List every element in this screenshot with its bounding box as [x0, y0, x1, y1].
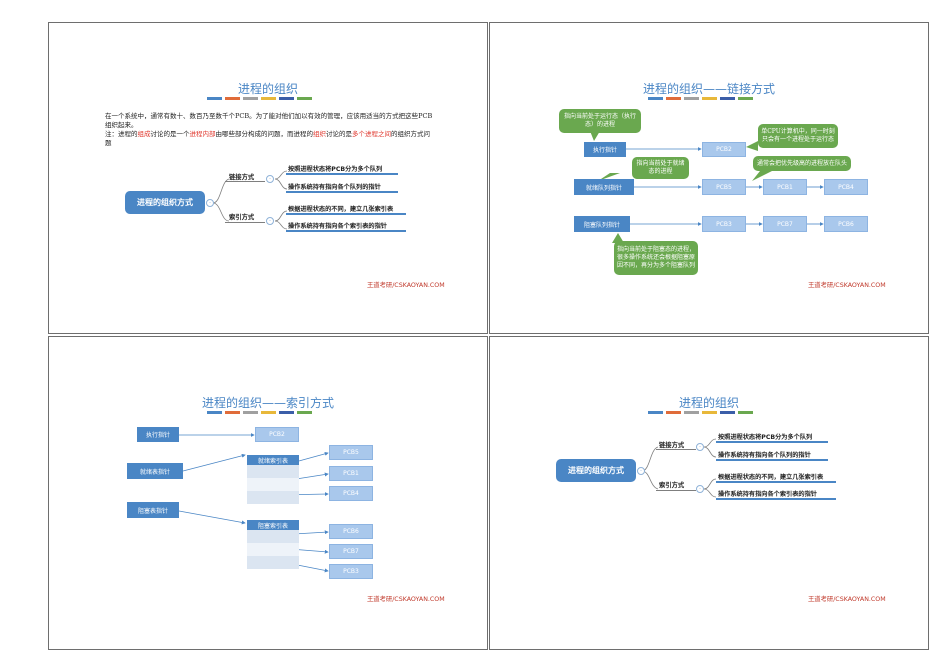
footer-brand: 王道考研/CSKAOYAN.COM — [367, 282, 445, 289]
pcb-exec: PCB2 — [255, 427, 299, 442]
branch-underline — [225, 222, 265, 223]
note-text: 由哪些部分构成的问题，而进程的 — [215, 130, 314, 138]
note-highlight: 组成 — [137, 130, 151, 138]
leaf-underline — [286, 230, 406, 232]
pcb-block-1: PCB7 — [329, 544, 373, 559]
block-index-table-header: 阻塞索引表 — [247, 520, 299, 530]
block-index-row — [247, 543, 299, 556]
pcb-ready-1: PCB1 — [329, 466, 373, 481]
exec-pointer: 执行指针 — [137, 427, 179, 442]
slide-4: 进程的组织 进程的组织方式 - 链接方式 - 索引方式 - 按照进程状态将PCB… — [489, 336, 929, 650]
leaf-indexed-2: 操作系统持有指向各个索引表的指针 — [718, 491, 817, 498]
branch-indexed: 索引方式 — [659, 482, 685, 489]
pcb-block-0: PCB6 — [329, 524, 373, 539]
mindmap-connectors — [212, 170, 288, 230]
collapse-toggle[interactable]: - — [637, 467, 645, 475]
title-color-bar — [648, 97, 753, 100]
note-text: 讨论的是一个 — [150, 130, 190, 138]
pcb-exec: PCB2 — [702, 142, 746, 157]
leaf-linked-1: 按照进程状态将PCB分为多个队列 — [288, 166, 383, 173]
ready-index-row — [247, 465, 299, 478]
branch-indexed: 索引方式 — [229, 214, 255, 221]
slide-3-title: 进程的组织——索引方式 — [201, 396, 334, 410]
collapse-toggle[interactable]: - — [696, 443, 704, 451]
pcb-ready-1: PCB1 — [763, 179, 807, 195]
slide-1: 进程的组织 在一个系统中，通常有数十、数百乃至数千个PCB。为了能对他们加以有效… — [48, 22, 488, 334]
branch-underline — [656, 490, 696, 491]
leaf-indexed-2: 操作系统持有指向各个索引表的指针 — [288, 223, 387, 230]
slide-4-title: 进程的组织 — [678, 396, 739, 410]
slide-1-title: 进程的组织 — [237, 82, 298, 96]
block-index-row — [247, 556, 299, 569]
pcb-ready-0: PCB5 — [329, 445, 373, 460]
note-text: 注：进程的 — [105, 130, 138, 138]
note-paragraph: 注：进程的组成讨论的是一个进程内部由哪些部分构成的问题，而进程的组织讨论的是多个… — [105, 130, 435, 148]
leaf-linked-2: 操作系统持有指向各个队列的指针 — [718, 452, 811, 459]
pcb-block-0: PCB3 — [702, 216, 746, 232]
note-highlight: 进程内部 — [189, 130, 216, 138]
pcb-block-2: PCB6 — [824, 216, 868, 232]
leaf-underline — [716, 459, 828, 461]
footer-brand: 王道考研/CSKAOYAN.COM — [367, 596, 445, 603]
note-text: 讨论的是 — [326, 130, 352, 138]
mindmap-root: 进程的组织方式 — [556, 459, 636, 482]
title-color-bar — [207, 411, 312, 414]
callout-ready: 指向当前处于就绪态的进程 — [632, 157, 689, 179]
callout-priority: 通常会把优先级高的进程放在队头 — [753, 156, 851, 171]
branch-linked: 链接方式 — [659, 442, 685, 449]
pcb-block-2: PCB3 — [329, 564, 373, 579]
leaf-indexed-1: 根据进程状态的不同，建立几张索引表 — [288, 206, 394, 213]
slide-2: 进程的组织——链接方式 指向当前处于运行态（执行态）的进程 执行指针 PCB2 … — [489, 22, 929, 334]
collapse-toggle[interactable]: - — [266, 217, 274, 225]
slide-3: 进程的组织——索引方式 执行指针 PCB2 就绪表指针 阻塞表指针 就绪索引表 … — [48, 336, 488, 650]
block-index-row — [247, 530, 299, 543]
ready-queue-pointer: 就绪队列指针 — [574, 179, 634, 195]
ready-table-pointer: 就绪表指针 — [127, 463, 183, 479]
leaf-underline — [716, 481, 836, 483]
block-table-pointer: 阻塞表指针 — [127, 502, 179, 518]
ready-index-row — [247, 491, 299, 504]
slide-2-title: 进程的组织——链接方式 — [642, 82, 775, 96]
callout-exec: 指向当前处于运行态（执行态）的进程 — [559, 109, 641, 133]
leaf-linked-1: 按照进程状态将PCB分为多个队列 — [718, 434, 813, 441]
leaf-linked-2: 操作系统持有指向各个队列的指针 — [288, 184, 381, 191]
note-text: 的组织方式问题 — [105, 130, 430, 147]
callout-block: 指向当前处于阻塞态的进程，很多操作系统还会根据阻塞原因不同，再分为多个阻塞队列 — [614, 241, 698, 275]
branch-underline — [656, 449, 696, 450]
leaf-underline — [286, 173, 398, 175]
collapse-toggle[interactable]: - — [266, 175, 274, 183]
exec-pointer: 执行指针 — [584, 142, 626, 157]
title-color-bar — [648, 411, 753, 414]
pcb-ready-2: PCB4 — [824, 179, 868, 195]
title-color-bar — [207, 97, 312, 100]
leaf-underline — [716, 498, 836, 500]
leaf-indexed-1: 根据进程状态的不同，建立几张索引表 — [718, 474, 824, 481]
note-highlight: 组织 — [313, 130, 326, 138]
ready-index-table-header: 就绪索引表 — [247, 455, 299, 465]
leaf-underline — [716, 441, 828, 443]
pcb-ready-0: PCB5 — [702, 179, 746, 195]
leaf-underline — [286, 191, 398, 193]
note-highlight: 多个进程之间 — [352, 130, 391, 138]
intro-paragraph: 在一个系统中，通常有数十、数百乃至数千个PCB。为了能对他们加以有效的管理，应该… — [105, 112, 433, 129]
collapse-toggle[interactable]: - — [206, 199, 214, 207]
mindmap-root: 进程的组织方式 — [125, 191, 205, 214]
branch-linked: 链接方式 — [229, 174, 255, 181]
pcb-ready-2: PCB4 — [329, 486, 373, 501]
ready-index-row — [247, 478, 299, 491]
pcb-block-1: PCB7 — [763, 216, 807, 232]
footer-brand: 王道考研/CSKAOYAN.COM — [808, 282, 886, 289]
footer-brand: 王道考研/CSKAOYAN.COM — [808, 596, 886, 603]
queue-arrows — [590, 131, 824, 243]
block-queue-pointer: 阻塞队列指针 — [574, 216, 630, 232]
collapse-toggle[interactable]: - — [696, 485, 704, 493]
callout-cpu: 单CPU计算机中，同一时刻只会有一个进程处于运行态 — [758, 124, 838, 148]
branch-underline — [225, 181, 265, 182]
leaf-underline — [286, 213, 406, 215]
